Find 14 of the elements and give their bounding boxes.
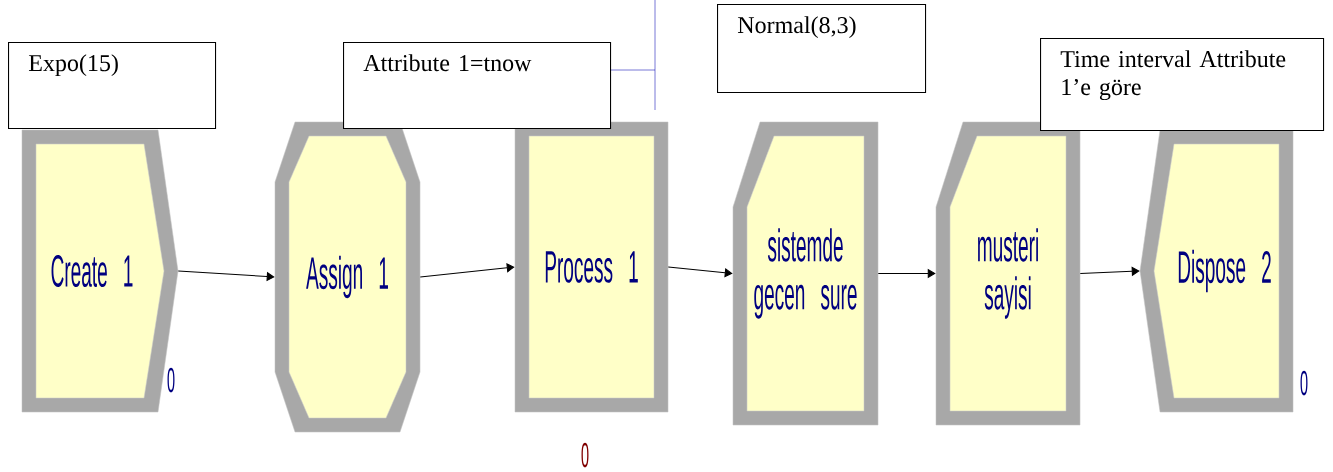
module-block: Dispose 2 xyxy=(1139,129,1294,413)
connector-arrow xyxy=(667,266,733,278)
annotation-box: Expo(15) xyxy=(8,42,217,130)
module-block: sistemde gecen sure xyxy=(732,121,879,426)
module-block: Assign 1 xyxy=(274,121,421,433)
annotation-box: Attribute 1=tnow xyxy=(343,42,612,130)
counter-text: 0 xyxy=(167,367,175,393)
annotation-box: Time interval Attribute 1’e göre xyxy=(1040,38,1325,132)
counter-text: 0 xyxy=(1300,370,1308,396)
counter-text: 0 xyxy=(581,442,589,468)
module-block: Process 1 xyxy=(514,121,669,413)
module-block: musteri sayisi xyxy=(935,121,1081,426)
annotation-box: Normal(8,3) xyxy=(717,4,927,94)
connector-arrow xyxy=(419,263,515,278)
